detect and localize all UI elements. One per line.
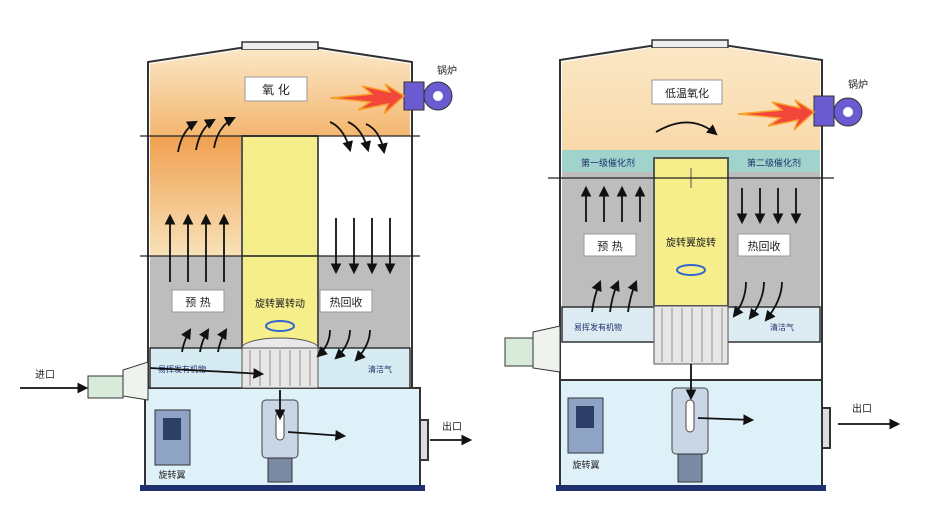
left-preheat-upper [150, 136, 242, 256]
right-oxidation-label: 低温氧化 [665, 86, 709, 100]
right-top-cap [651, 39, 729, 49]
right-burner-flame [737, 99, 816, 131]
left-burner-flame [329, 83, 406, 115]
left-outlet-label: 出口 [442, 420, 462, 433]
right-flow-arrows [580, 121, 901, 430]
left-top-cap [241, 41, 319, 51]
right-catalyst1-label: 第一级催化剂 [581, 157, 635, 169]
right-catalyst2-label: 第二级催化剂 [747, 157, 801, 169]
right-rotor-drum [653, 305, 729, 365]
left-burner-body [403, 81, 425, 111]
right-outlet-label: 出口 [852, 402, 872, 415]
left-unit: 氧 化 预 热 热回收 旋转翼转动 易挥发有机物 清洁气 旋转翼 锅炉 进口 出… [20, 41, 473, 491]
left-oxidation-label: 氧 化 [262, 83, 290, 97]
left-core [241, 135, 319, 349]
right-burner-body [813, 95, 835, 127]
left-outlet-flange [419, 419, 429, 461]
left-inlet-label: 进口 [35, 369, 55, 381]
left-preheat-label: 预 热 [185, 296, 211, 309]
right-rotary-wing-label: 旋转翼 [572, 459, 599, 471]
left-heat-recovery-label: 热回收 [330, 295, 363, 309]
left-rotor-label: 旋转翼转动 [255, 297, 305, 310]
left-burner-label: 锅炉 [437, 65, 457, 77]
left-clean-gas-label: 清洁气 [368, 364, 392, 374]
left-oxidation-box [244, 76, 308, 102]
right-inlet-pipe [504, 337, 534, 367]
right-preheat-label: 预 热 [597, 240, 623, 253]
left-rotary-wing-label: 旋转翼 [158, 469, 185, 481]
right-unit: 低温氧化 第一级催化剂 第二级催化剂 预 热 热回收 旋转翼旋转 易挥发有机物 … [504, 39, 901, 491]
right-outlet-flange [821, 407, 831, 449]
left-recovery-upper [318, 136, 410, 256]
right-heat-recovery-label: 热回收 [748, 239, 781, 253]
left-inlet-pipe [87, 375, 124, 399]
right-voc-label: 易挥发有机物 [574, 322, 622, 332]
right-burner-label: 锅炉 [848, 79, 868, 91]
left-base-plate [140, 485, 425, 491]
left-flow-arrows [20, 117, 473, 446]
right-rotor-label: 旋转翼旋转 [666, 236, 716, 249]
right-clean-gas-label: 清洁气 [770, 322, 794, 332]
right-base-plate [556, 485, 826, 491]
